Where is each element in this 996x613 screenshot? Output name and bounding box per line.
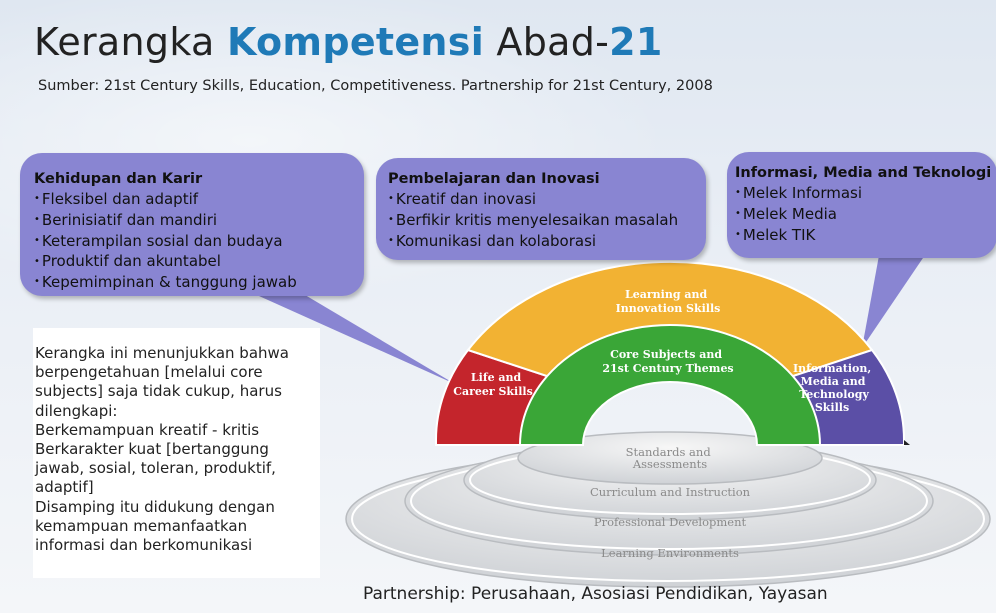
list-item: Fleksibel dan adaptif bbox=[34, 189, 364, 210]
core-subjects-label: Core Subjects and 21st Century Themes bbox=[602, 348, 733, 375]
bubble-life-career-list: Fleksibel dan adaptif Berinisiatif dan m… bbox=[34, 189, 364, 293]
bubble-life-career-heading: Kehidupan dan Karir bbox=[34, 171, 203, 187]
title-part-2: Abad- bbox=[484, 20, 610, 64]
list-item: Melek Informasi bbox=[735, 183, 996, 204]
list-item: Berfikir kritis menyelesaikan masalah bbox=[388, 210, 706, 231]
curriculum-label: Curriculum and Instruction bbox=[590, 485, 751, 499]
arch-shadow bbox=[904, 440, 910, 445]
professional-development-label: Professional Development bbox=[594, 515, 747, 529]
bubble-right-tail bbox=[862, 250, 925, 348]
life-career-label: Life and Career Skills bbox=[453, 371, 533, 398]
bubble-learning-innovation-list: Kreatif dan inovasi Berfikir kritis meny… bbox=[388, 189, 706, 251]
rainbow-arch bbox=[434, 260, 910, 446]
page-title: Kerangka Kompetensi Abad-21 bbox=[34, 20, 663, 64]
list-item: Produktif dan akuntabel bbox=[34, 251, 364, 272]
source-subtitle: Sumber: 21st Century Skills, Education, … bbox=[38, 78, 713, 94]
ring-standards bbox=[517, 431, 823, 485]
title-accent: Kompetensi bbox=[226, 20, 485, 64]
list-item: Melek Media bbox=[735, 204, 996, 225]
support-rings bbox=[345, 431, 991, 588]
standards-label: Standards and Assessments bbox=[626, 445, 715, 471]
list-item: Kepemimpinan & tanggung jawab bbox=[34, 272, 364, 293]
list-item: Kreatif dan inovasi bbox=[388, 189, 706, 210]
bubble-left-tail bbox=[250, 292, 455, 384]
learning-environments-label: Learning Environments bbox=[601, 546, 739, 560]
bubble-learning-innovation-heading: Pembelajaran dan Inovasi bbox=[388, 171, 600, 187]
list-item: Komunikasi dan kolaborasi bbox=[388, 231, 706, 252]
information-media-label: Information, Media and Technology Skills bbox=[793, 362, 875, 414]
title-number: 21 bbox=[609, 20, 663, 64]
bubble-life-career: Kehidupan dan Karir Fleksibel dan adapti… bbox=[20, 153, 364, 296]
bubble-information-media: Informasi, Media and Teknologi Melek Inf… bbox=[727, 152, 996, 258]
list-item: Keterampilan sosial dan budaya bbox=[34, 231, 364, 252]
segment-core-subjects bbox=[518, 324, 822, 446]
bubble-information-media-heading: Informasi, Media and Teknologi bbox=[735, 165, 992, 181]
explanation-text: Kerangka ini menunjukkan bahwa berpenget… bbox=[35, 344, 289, 555]
partnership-footer: Partnership: Perusahaan, Asosiasi Pendid… bbox=[363, 584, 828, 604]
title-part-1: Kerangka bbox=[34, 20, 227, 64]
bubble-learning-innovation: Pembelajaran dan Inovasi Kreatif dan ino… bbox=[376, 158, 706, 260]
explanation-box: Kerangka ini menunjukkan bahwa berpenget… bbox=[33, 328, 320, 578]
learning-innovation-label: Learning and Innovation Skills bbox=[616, 288, 721, 315]
bubble-information-media-list: Melek Informasi Melek Media Melek TIK bbox=[735, 183, 996, 245]
list-item: Melek TIK bbox=[735, 225, 996, 246]
list-item: Berinisiatif dan mandiri bbox=[34, 210, 364, 231]
